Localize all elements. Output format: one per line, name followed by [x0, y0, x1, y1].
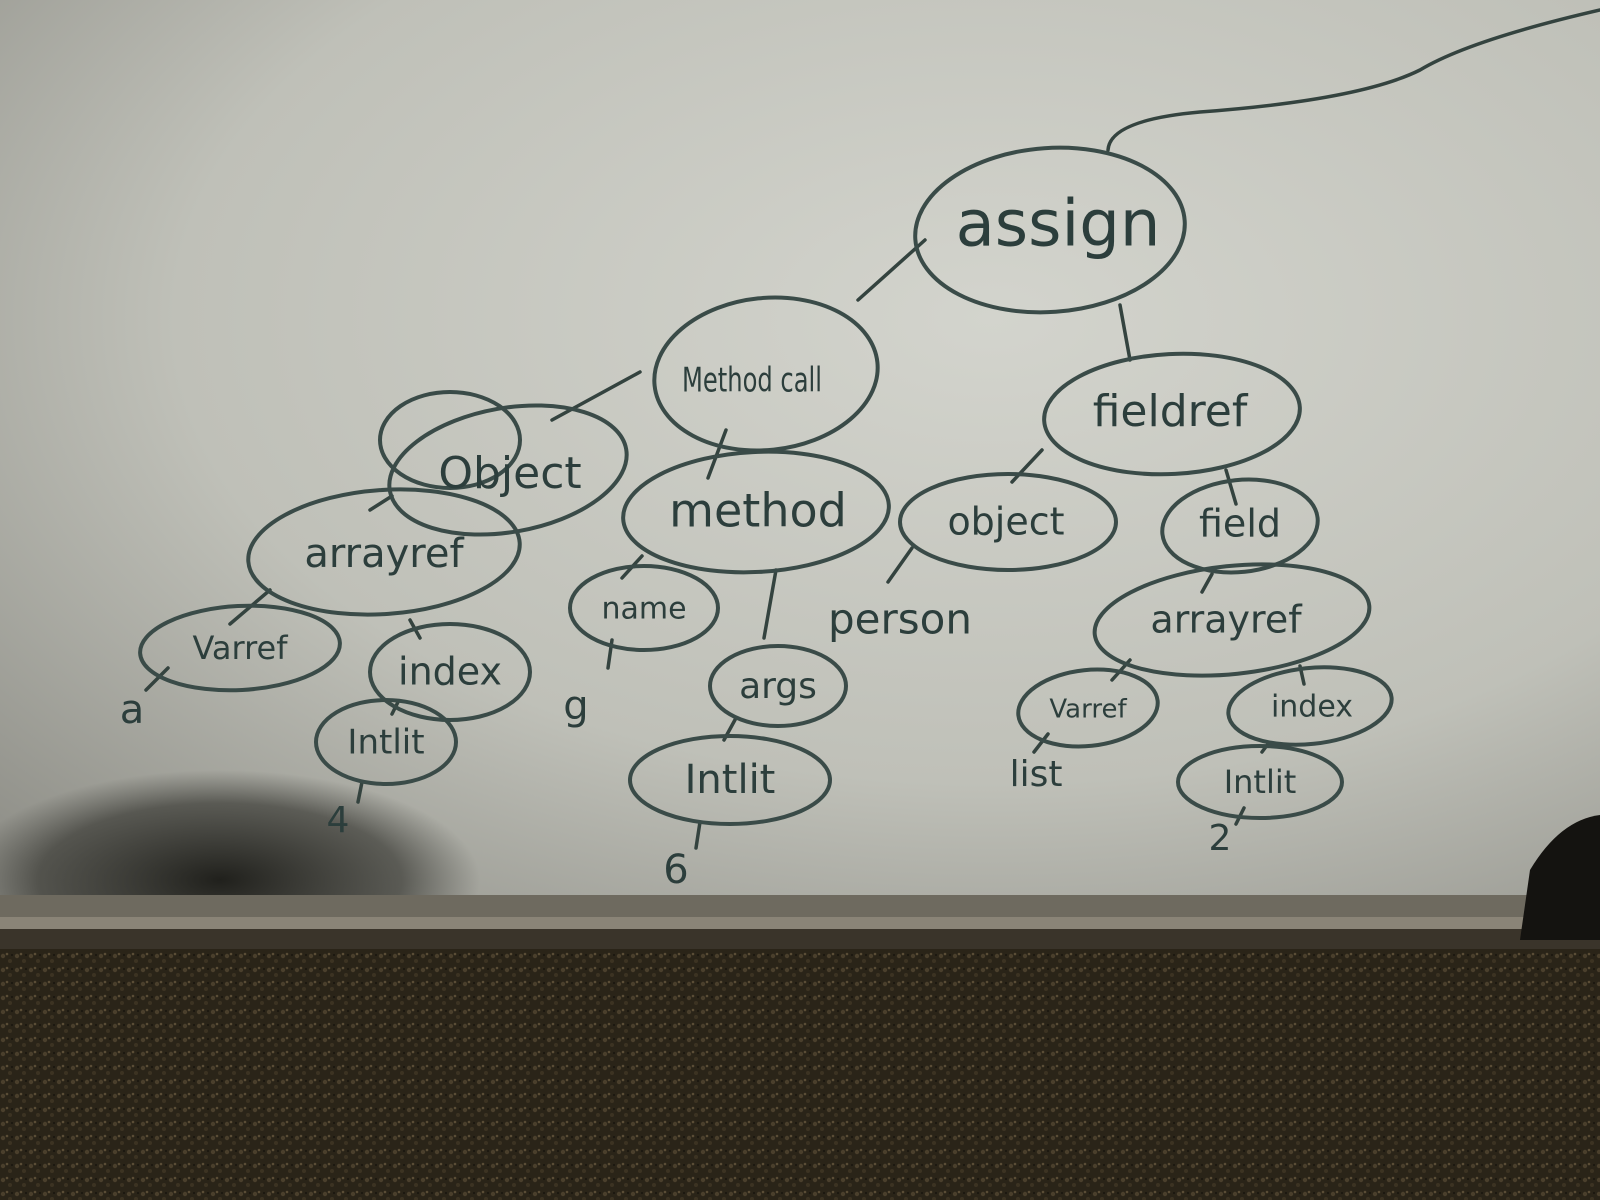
leaf-labels: a 4 g 6 person list 2: [120, 595, 1232, 894]
field-node: [1160, 477, 1320, 575]
leaf-2: 2: [1209, 818, 1232, 859]
intlit-mid-label: Intlit: [685, 757, 776, 803]
intlit-left-node: [314, 698, 458, 786]
intlit-right-label: Intlit: [1224, 763, 1297, 801]
method-call-label: Method call: [682, 361, 822, 401]
args-node: [708, 644, 848, 728]
edge-fieldref-field: [1224, 468, 1238, 506]
method-label: method: [669, 484, 847, 538]
arrayref-left-label: arrayref: [304, 531, 464, 577]
edge-method-args: [762, 568, 778, 640]
edge-object-arrayref: [368, 494, 394, 512]
leaf-list: list: [1010, 754, 1063, 795]
leaf-a: a: [120, 687, 145, 733]
args-label: args: [739, 666, 817, 707]
edge-varref-list: [1032, 732, 1050, 754]
edge-methodcall-method: [706, 428, 728, 480]
fieldref-node: [1042, 351, 1302, 477]
carpet: [0, 949, 1600, 1200]
arrayref-left-node: [246, 487, 522, 617]
edge-assign-methodcall: [856, 238, 927, 302]
leaf-person: person: [828, 595, 972, 644]
whiteboard-tray: [0, 895, 1600, 917]
arrayref-right-label: arrayref: [1150, 598, 1303, 642]
edge-intlit-6: [694, 820, 702, 850]
object-right-node: [898, 472, 1118, 572]
connector-curve: [1106, 8, 1600, 152]
dark-object: [1520, 815, 1600, 940]
assign-label: assign: [956, 188, 1161, 262]
edge-varref-a: [144, 666, 170, 692]
varref-left-label: Varref: [192, 629, 288, 667]
field-label: field: [1199, 502, 1281, 546]
object-left-node-loop: [378, 390, 522, 490]
index-left-label: index: [398, 650, 502, 694]
edge-object-person: [886, 546, 914, 584]
varref-left-node: [138, 603, 342, 693]
intlit-right-node: [1176, 744, 1344, 820]
arrayref-right-node: [1092, 562, 1372, 678]
index-right-node: [1226, 665, 1394, 747]
edge-fieldref-object: [1010, 448, 1044, 484]
method-call-node: [652, 295, 880, 453]
name-label: name: [601, 592, 686, 627]
varref-right-label: Varref: [1049, 695, 1127, 725]
edge-assign-fieldref: [1118, 303, 1132, 362]
leaf-g: g: [563, 683, 588, 729]
edge-field-arrayref: [1200, 572, 1214, 594]
intlit-left-label: Intlit: [347, 723, 424, 763]
leaf-6: 6: [663, 847, 688, 893]
leaf-4: 4: [327, 800, 350, 841]
index-right-label: index: [1271, 690, 1353, 725]
index-left-node: [368, 622, 532, 722]
assign-node: [913, 145, 1187, 315]
edge-intlit-4: [356, 780, 364, 804]
edge-methodcall-object: [550, 370, 642, 422]
name-node: [568, 564, 720, 652]
tree-nodes: [138, 145, 1394, 826]
object-left-label: Object: [438, 448, 581, 499]
varref-right-node: [1016, 667, 1160, 749]
fieldref-label: fieldref: [1093, 386, 1249, 437]
method-node: [621, 449, 891, 575]
intlit-mid-node: [628, 734, 832, 826]
node-labels: assign Method call fieldref Object metho…: [192, 188, 1353, 803]
object-right-label: object: [947, 500, 1064, 544]
